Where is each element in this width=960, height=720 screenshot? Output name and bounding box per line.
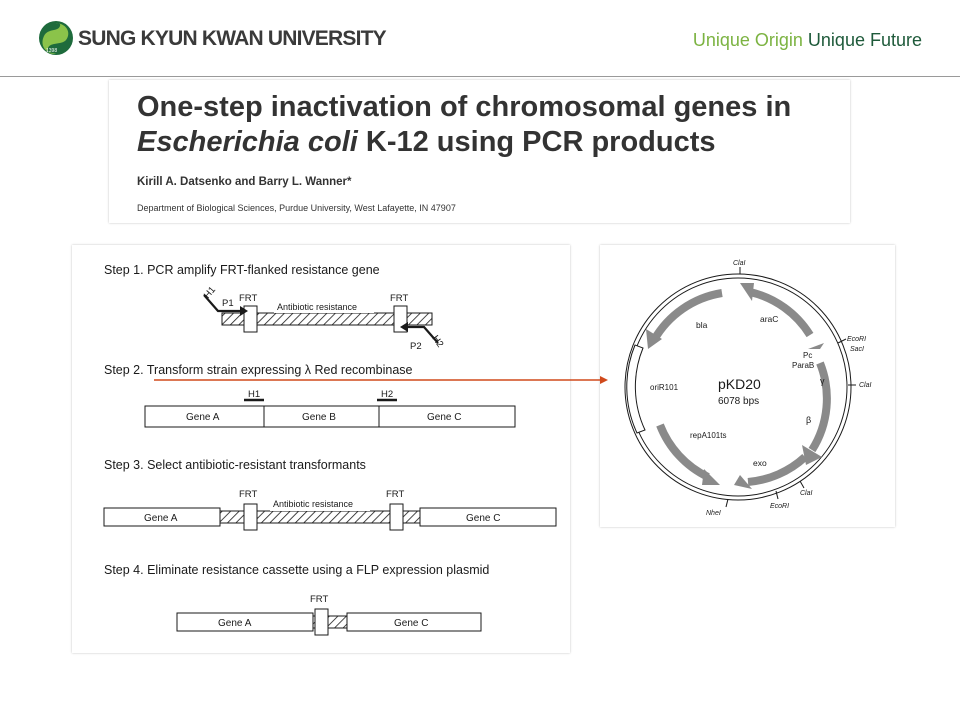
slogan-part1: Unique Origin: [692, 30, 803, 50]
step4-frt-label: FRT: [310, 594, 328, 605]
step2-h2-label: H2: [381, 389, 393, 400]
label-cla1-bottom: ClaI: [800, 490, 813, 497]
step3-frt-right-label: FRT: [386, 489, 404, 500]
gene-inactivation-figure: Step 1. PCR amplify FRT-flanked resistan…: [72, 245, 570, 653]
step4-gene-a-label: Gene A: [218, 618, 252, 629]
gamma-beta-arc: [808, 361, 831, 453]
paper-header-image: One-step inactivation of chromosomal gen…: [109, 80, 850, 223]
label-repa101ts: repA101ts: [690, 431, 726, 440]
label-cla1-right: ClaI: [859, 382, 872, 389]
pkd20-plasmid-map: pKD20 6078 bps ClaI araC bla EcoRI SacI …: [600, 245, 895, 527]
label-beta: β: [806, 415, 811, 425]
plasmid-circle: [624, 273, 852, 501]
beta-arrowhead: [802, 445, 822, 465]
plasmid-size: 6078 bps: [718, 396, 759, 407]
step4-gene-c: [346, 612, 482, 632]
step4-label: Step 4. Eliminate resistance cassette us…: [104, 563, 489, 577]
paper-title-line2: Escherichia coli K-12 using PCR products: [137, 125, 791, 160]
label-orir101: oriR101: [650, 383, 679, 392]
label-arac: araC: [760, 314, 778, 324]
paper-authors: Kirill A. Datsenko and Barry L. Wanner*: [137, 176, 352, 188]
primer-p1-arrowhead: [240, 306, 248, 316]
step3-frt-left-label: FRT: [239, 489, 257, 500]
ecori-top-tick: [837, 338, 847, 344]
step1-antibiotic-label: Antibiotic resistance: [277, 302, 357, 312]
step2-gene-a-label: Gene A: [186, 412, 220, 423]
label-ecori-bottom: EcoRI: [770, 503, 789, 510]
bla-arrowhead: [646, 329, 662, 349]
step1-label: Step 1. PCR amplify FRT-flanked resistan…: [104, 263, 380, 277]
exo-arrowhead: [734, 475, 752, 489]
feature-arcs: [650, 288, 831, 486]
plasmid-map-diagram: pKD20 6078 bps ClaI araC bla EcoRI SacI …: [624, 260, 872, 517]
primer-h1-p1: [203, 294, 240, 313]
organism-name: Escherichia coli: [137, 126, 358, 158]
label-gamma: γ: [820, 376, 825, 386]
cla1-bottom-tick: [799, 480, 805, 489]
step2-gene-c-label: Gene C: [427, 412, 461, 423]
primer-h2-p2: [406, 325, 439, 344]
label-parab: ParaB: [792, 361, 814, 370]
exo-arc: [747, 453, 808, 486]
step2-label: Step 2. Transform strain expressing λ Re…: [104, 363, 413, 377]
primer-p1-label: P1: [222, 298, 234, 309]
pc-marker: [808, 343, 824, 349]
step4-frt: [314, 608, 329, 636]
arac-arc: [749, 288, 814, 338]
plasmid-name: pKD20: [718, 376, 761, 392]
label-cla1-top: ClaI: [733, 260, 746, 267]
step3-frt-right: [389, 503, 404, 531]
paper-title-line1: One-step inactivation of chromosomal gen…: [137, 91, 792, 123]
primer-p2-arrowhead: [400, 322, 408, 332]
paper-affiliation: Department of Biological Sciences, Purdu…: [137, 203, 456, 213]
step3-gene-c: [419, 507, 557, 527]
restriction-ticks: [725, 267, 856, 508]
slogan-part2: Unique Future: [807, 30, 922, 50]
bla-arc: [650, 289, 723, 343]
step4-gene-c-label: Gene C: [394, 618, 428, 629]
paper-title-line2-rest: K-12 using PCR products: [357, 126, 716, 158]
label-saci: SacI: [850, 346, 864, 353]
orir101-block: [626, 344, 646, 434]
step3-gene-a-label: Gene A: [144, 513, 178, 524]
step3-antibiotic-label: Antibiotic resistance: [273, 499, 353, 509]
step3-label: Step 3. Select antibiotic-resistant tran…: [104, 458, 366, 472]
label-pc: Pc: [803, 351, 812, 360]
step2-h1-label: H1: [248, 389, 260, 400]
header: 1398 SUNG KYUN KWAN UNIVERSITY Unique Or…: [0, 0, 960, 76]
header-divider: [0, 76, 960, 77]
label-ecori-top: EcoRI: [847, 336, 866, 343]
nhei-tick: [725, 498, 729, 508]
ecori-bottom-tick: [775, 490, 779, 500]
arac-arrowhead: [740, 283, 754, 301]
repa-arc: [656, 423, 710, 481]
primer-p2-label: P2: [410, 341, 422, 352]
slogan: Unique Origin Unique Future: [693, 30, 922, 51]
step2-gene-c: [378, 405, 516, 428]
university-name: SUNG KYUN KWAN UNIVERSITY: [78, 27, 387, 50]
logo-year: 1398: [46, 48, 57, 54]
step1-frt-right-label: FRT: [390, 293, 408, 304]
step3-gene-c-label: Gene C: [466, 513, 500, 524]
gene-inactivation-diagram: Step 1. PCR amplify FRT-flanked resistan…: [103, 263, 557, 636]
primer-h1-label: H1: [202, 285, 218, 301]
label-bla: bla: [696, 320, 708, 330]
label-nhei: NheI: [706, 510, 721, 517]
step1-frt-left: [243, 305, 258, 333]
repa-arrowhead: [702, 469, 720, 485]
university-emblem-icon: 1398: [39, 21, 73, 55]
step3-antibiotic-label-bg: [270, 499, 370, 511]
label-exo: exo: [753, 458, 767, 468]
step3-frt-left: [243, 503, 258, 531]
feature-arrowheads: [646, 283, 824, 489]
paper-title: One-step inactivation of chromosomal gen…: [137, 90, 791, 160]
step1-antibiotic-label-bg: [274, 301, 374, 313]
step1-frt-left-label: FRT: [239, 293, 257, 304]
step2-gene-b-label: Gene B: [302, 412, 336, 423]
